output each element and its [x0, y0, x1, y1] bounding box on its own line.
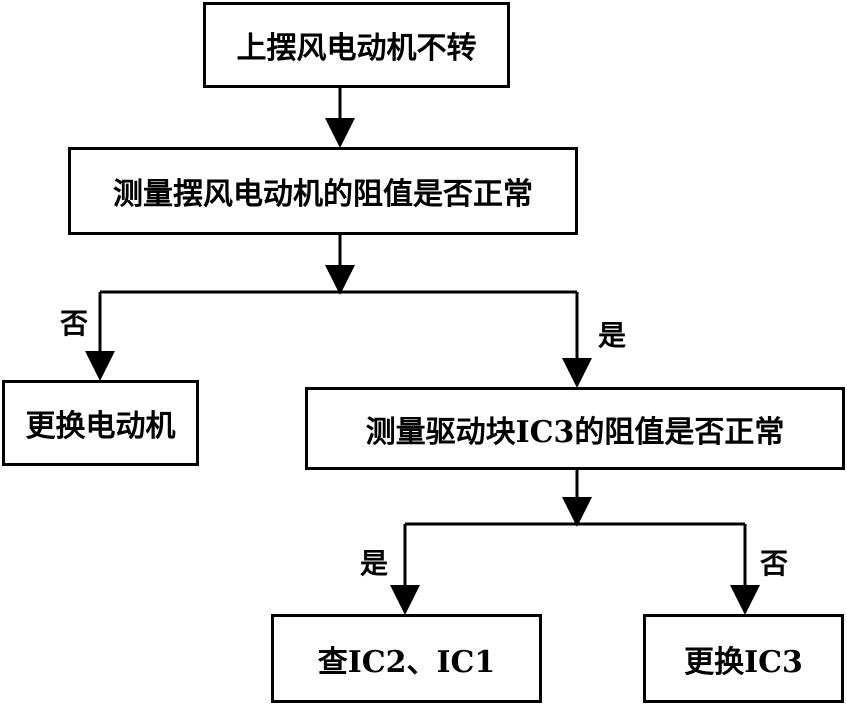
- edge-label-motor-no: 否: [60, 307, 89, 340]
- node-check-ic2-ic1-label: 查IC2、IC1: [317, 644, 496, 680]
- node-check-motor: 测量摆风电动机的阻值是否正常: [68, 147, 578, 235]
- node-start-label: 上摆风电动机不转: [236, 31, 477, 66]
- node-check-ic3: 测量驱动块IC3的阻值是否正常: [305, 387, 845, 470]
- node-replace-ic3: 更换IC3: [643, 614, 844, 703]
- edge-label-ic3-no: 否: [760, 547, 789, 580]
- node-check-ic3-label: 测量驱动块IC3的阻值是否正常: [365, 414, 785, 450]
- node-replace-motor: 更换电动机: [2, 380, 199, 466]
- node-replace-ic3-label: 更换IC3: [684, 644, 803, 680]
- edge-label-ic3-yes: 是: [360, 547, 389, 580]
- node-check-ic2-ic1: 查IC2、IC1: [271, 614, 542, 703]
- node-start: 上摆风电动机不转: [203, 2, 510, 88]
- edge-label-motor-yes: 是: [598, 319, 627, 352]
- node-check-motor-label: 测量摆风电动机的阻值是否正常: [113, 177, 533, 212]
- node-replace-motor-label: 更换电动机: [25, 409, 176, 444]
